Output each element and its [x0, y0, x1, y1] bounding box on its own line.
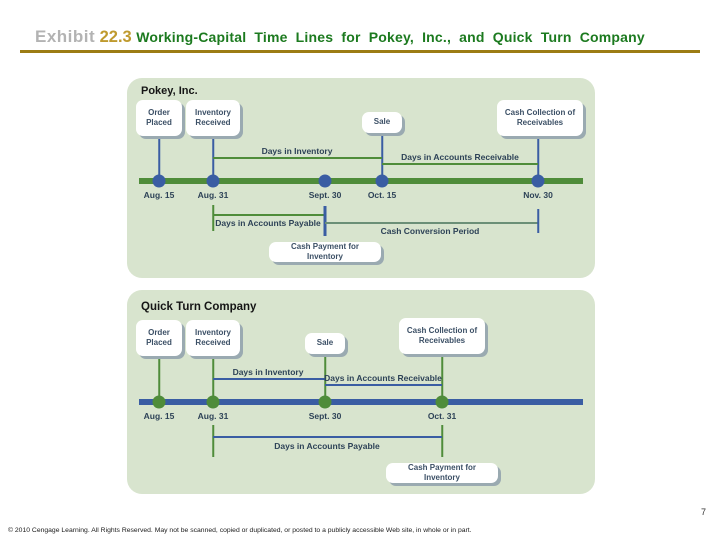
interval-label-days-in-accounts-payable: Days in Accounts Payable — [215, 218, 321, 228]
interval-line-days-in-inventory — [213, 157, 382, 159]
page-number: 7 — [701, 507, 707, 517]
interval-label-days-in-inventory: Days in Inventory — [232, 367, 304, 377]
panel-pokey: Pokey, Inc. Order Placed Inventory Recei… — [127, 78, 595, 278]
interval-line-days-in-accounts-payable — [213, 214, 325, 216]
timeline-dot-aug15 — [152, 174, 166, 188]
event-box-sale: Sale — [305, 333, 345, 354]
interval-line-days-in-accounts-receivable — [325, 384, 442, 386]
date-label: Aug. 31 — [197, 411, 229, 421]
date-label: Sept. 30 — [308, 411, 342, 421]
timeline-dot-sept30 — [318, 174, 332, 188]
header-rule — [20, 50, 700, 53]
tick-conversion-right — [537, 209, 539, 233]
slide-header: Exhibit 22.3 Working-Capital Time Lines … — [35, 27, 645, 47]
tick-payable-left — [212, 425, 214, 457]
interval-line-days-in-inventory — [213, 378, 325, 380]
timeline-dot-aug31 — [206, 174, 220, 188]
exhibit-label: Exhibit — [35, 27, 96, 46]
interval-line-days-in-accounts-payable — [213, 436, 442, 438]
connector-collection — [441, 357, 443, 396]
exhibit-number: 22.3 — [99, 28, 132, 46]
timeline-dot-sept30 — [318, 395, 332, 409]
event-box-cash-collection: Cash Collection of Receivables — [399, 318, 485, 354]
interval-label-cash-conversion-period: Cash Conversion Period — [380, 226, 480, 236]
tick-payable-left — [212, 205, 214, 231]
interval-label-days-in-accounts-receivable: Days in Accounts Receivable — [401, 152, 519, 162]
date-label: Aug. 31 — [197, 190, 229, 200]
event-box-order-placed: Order Placed — [136, 100, 182, 136]
date-label: Aug. 15 — [143, 411, 175, 421]
slide-title: Working-Capital Time Lines for Pokey, In… — [136, 29, 645, 45]
timeline-dot-aug31 — [206, 395, 220, 409]
event-box-inventory-received: Inventory Received — [186, 320, 240, 356]
timeline-bar — [139, 399, 583, 405]
connector-order — [158, 359, 160, 396]
interval-line-cash-conversion-period — [325, 222, 538, 224]
date-label: Oct. 31 — [427, 411, 457, 421]
panel-title: Pokey, Inc. — [141, 85, 198, 97]
date-label: Oct. 15 — [367, 190, 397, 200]
interval-label-days-in-inventory: Days in Inventory — [261, 146, 333, 156]
tick-cash-payment — [323, 206, 327, 236]
date-label: Sept. 30 — [308, 190, 342, 200]
timeline-dot-oct31 — [435, 395, 449, 409]
timeline-bar — [139, 178, 583, 184]
event-box-cash-collection: Cash Collection of Receivables — [497, 100, 583, 136]
event-box-inventory-received: Inventory Received — [186, 100, 240, 136]
event-box-sale: Sale — [362, 112, 402, 133]
copyright-text: © 2010 Cengage Learning. All Rights Rese… — [8, 527, 472, 534]
tick-payable-right — [441, 425, 443, 457]
connector-order — [158, 139, 160, 175]
event-box-order-placed: Order Placed — [136, 320, 182, 356]
timeline-dot-nov30 — [531, 174, 545, 188]
interval-label-days-in-accounts-payable: Days in Accounts Payable — [274, 441, 380, 451]
connector-inventory — [212, 359, 214, 396]
date-label: Nov. 30 — [523, 190, 553, 200]
connector-sale — [381, 136, 383, 175]
panel-quick-turn: Quick Turn Company Order Placed Inventor… — [127, 290, 595, 494]
connector-sale — [324, 357, 326, 396]
timeline-dot-oct15 — [375, 174, 389, 188]
interval-line-days-in-accounts-receivable — [382, 163, 538, 165]
timeline-dot-aug15 — [152, 395, 166, 409]
event-box-cash-payment: Cash Payment for Inventory — [269, 242, 381, 262]
date-label: Aug. 15 — [143, 190, 175, 200]
interval-label-days-in-accounts-receivable: Days in Accounts Receivable — [324, 373, 442, 383]
panel-title: Quick Turn Company — [141, 301, 257, 313]
connector-collection — [537, 139, 539, 175]
event-box-cash-payment: Cash Payment for Inventory — [386, 463, 498, 483]
